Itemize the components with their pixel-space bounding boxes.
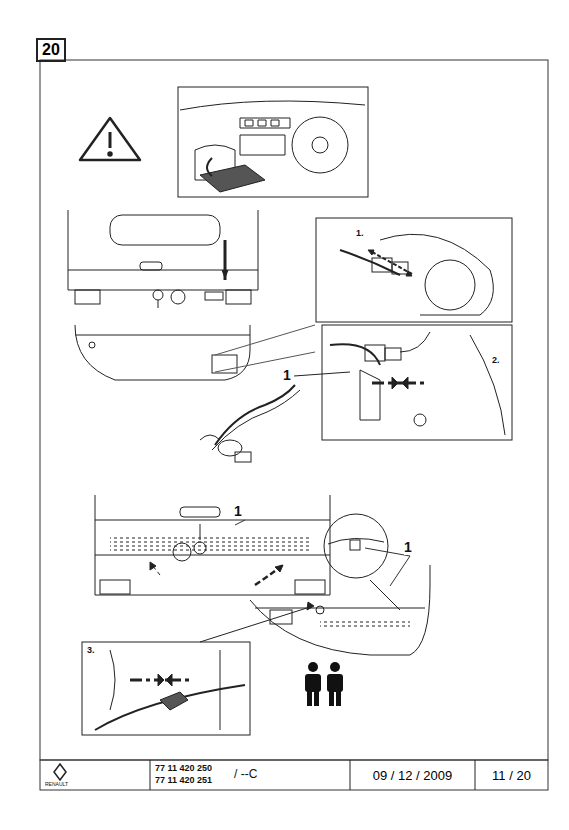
renault-logo [54, 764, 66, 780]
two-persons-icon [305, 662, 343, 706]
node-text: 09 / 12 / 2009 [373, 768, 453, 783]
step-label: 2. [492, 356, 500, 366]
footer-cell: 09 / 12 / 2009 [351, 761, 474, 789]
part-number: 77 11 420 250 [155, 764, 212, 774]
callout-number: 1 [404, 540, 412, 555]
step-label: 1. [356, 229, 364, 239]
part-number: 77 11 420 251 [155, 776, 212, 786]
node-text: 20 [42, 41, 60, 59]
inset-2-connector [294, 325, 512, 440]
warning-triangle [80, 118, 140, 160]
footer-cell: 11 / 20 [476, 761, 547, 789]
wiring-harness [200, 385, 300, 462]
van-rear-lower [95, 495, 330, 595]
step-number-box: 20 [36, 38, 66, 62]
bumper-upper [75, 325, 315, 380]
dashboard-inset [178, 87, 368, 197]
magnifier [324, 514, 400, 610]
inset-3-connector [82, 642, 250, 735]
van-rear-upper [68, 210, 258, 308]
brand-name: RENAULT [45, 782, 68, 788]
revision-index: / --C [234, 768, 257, 781]
callout-number: 1 [283, 368, 291, 383]
step-label: 3. [87, 646, 95, 656]
bumper-lower [250, 565, 430, 655]
node-text: 11 / 20 [492, 768, 531, 783]
callout-number: 1 [234, 504, 242, 519]
inset-1-connector [316, 218, 512, 322]
